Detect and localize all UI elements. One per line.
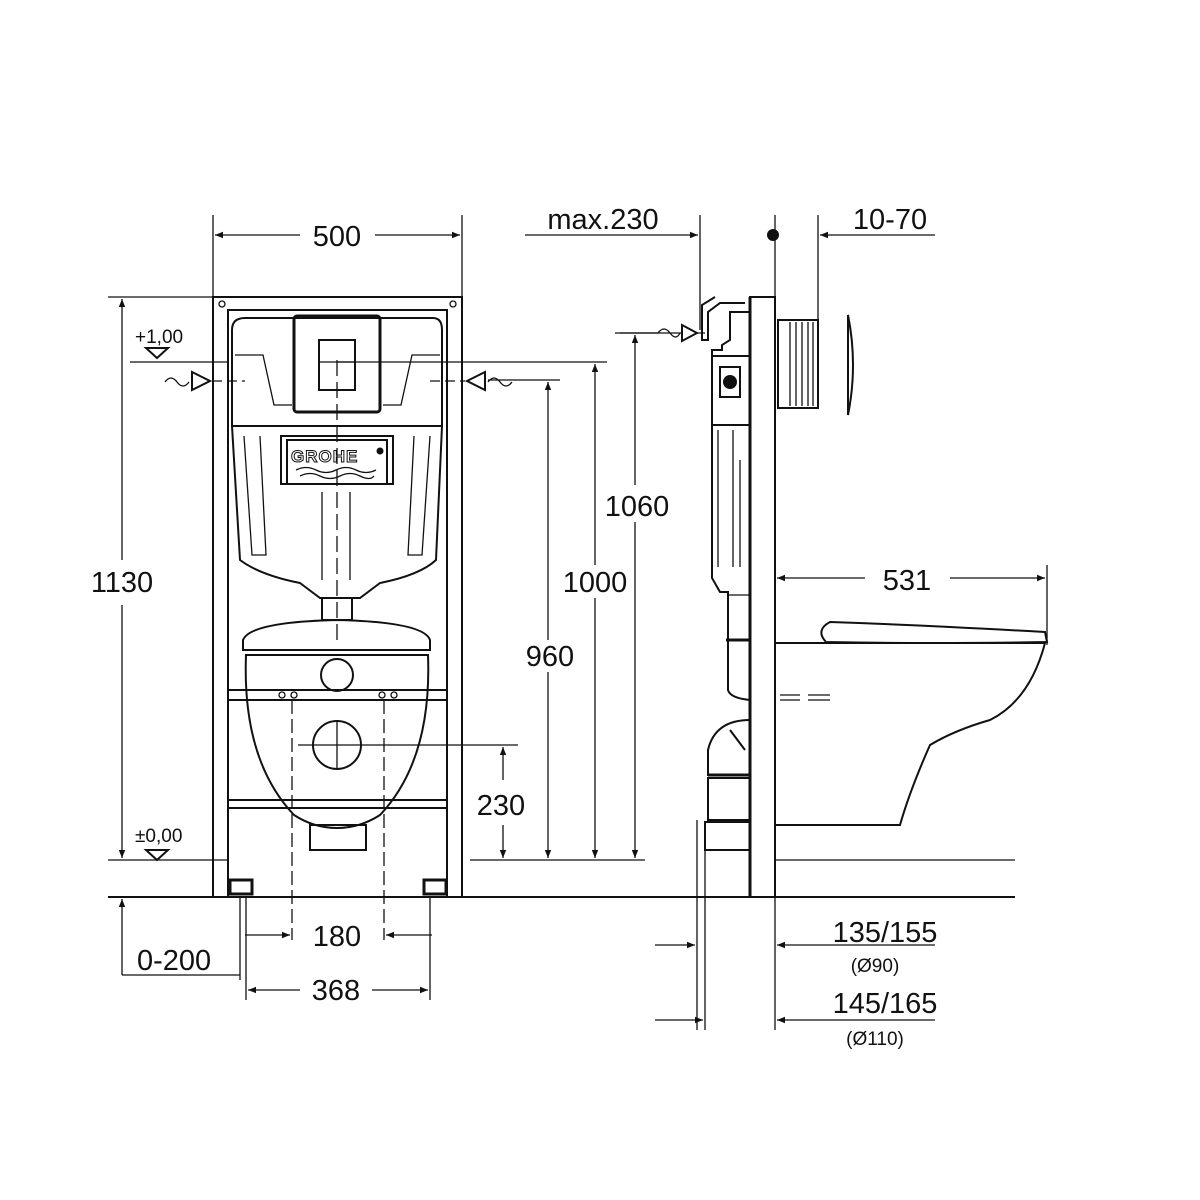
- dim-drain-110-diameter: (Ø110): [846, 1029, 904, 1050]
- actuator-profile: [777, 314, 854, 416]
- dim-side-inlet-label: 960: [526, 641, 574, 673]
- dimension-foot-adjust: 0-200: [118, 897, 241, 980]
- dimension-wall-thickness: 10-70: [767, 204, 935, 320]
- dimension-max-depth: max.230: [525, 204, 701, 330]
- dim-bolt-spacing-label: 180: [313, 921, 361, 953]
- dim-flush-plate-label: 1060: [605, 491, 670, 523]
- water-inlet-left-icon: [164, 370, 245, 392]
- registered-mark-icon: [376, 447, 384, 455]
- dim-inlet-label: 1000: [563, 567, 628, 599]
- dimension-drain-height: 230: [477, 747, 525, 858]
- dim-frame-height-label: 1130: [91, 567, 153, 599]
- dim-wall-thickness-label: 10-70: [853, 204, 927, 236]
- level-top-label: +1,00: [135, 327, 183, 348]
- toilet-profile: [775, 620, 1049, 861]
- level-mark-top: +1,00: [130, 327, 228, 363]
- dim-foot-spacing-label: 368: [312, 975, 360, 1007]
- dim-drain-90-diameter: (Ø90): [851, 956, 900, 977]
- level-triangle-icon: [143, 849, 171, 862]
- level-mark-zero: ±0,00: [108, 826, 645, 862]
- dimension-foot-spacing: 368: [245, 897, 431, 1007]
- cistern-profile: [620, 296, 751, 701]
- front-view: GROHE: [91, 215, 1015, 1007]
- frame-profile: [748, 296, 776, 898]
- toilet-front: [242, 360, 518, 940]
- dimension-drain-90: 135/155 (Ø90): [655, 897, 937, 1030]
- side-view: max.230 10-70 531 135/155 (Ø90) 145/165: [525, 204, 1049, 1050]
- dim-drain-90-label: 135/155: [833, 917, 938, 949]
- dim-bowl-projection-label: 531: [883, 565, 931, 597]
- dimension-frame-height: 1130: [91, 296, 213, 858]
- dim-drain-height-label: 230: [477, 790, 525, 822]
- dimension-drain-110: 145/165 (Ø110): [655, 988, 937, 1050]
- grohe-logo: GROHE: [291, 447, 358, 466]
- dimension-inlet: 1000: [563, 364, 628, 858]
- level-triangle-icon: [143, 347, 171, 360]
- water-inlet-right-icon: [337, 361, 607, 392]
- dim-foot-adjust-label: 0-200: [137, 945, 211, 977]
- dimension-width: 500: [212, 215, 463, 297]
- dimension-bowl-projection: 531: [777, 565, 1048, 645]
- level-zero-label: ±0,00: [135, 826, 182, 847]
- dimension-dot-icon: [767, 229, 779, 241]
- dimension-flush-plate: 1060: [605, 332, 705, 858]
- drain-pipe-profile: [696, 719, 751, 1030]
- dim-width-label: 500: [313, 221, 361, 253]
- dimension-bolt-spacing: 180: [245, 921, 432, 953]
- dimension-side-inlet: 960: [526, 382, 574, 858]
- dim-drain-110-label: 145/165: [833, 988, 938, 1020]
- dim-max-depth-label: max.230: [547, 204, 658, 236]
